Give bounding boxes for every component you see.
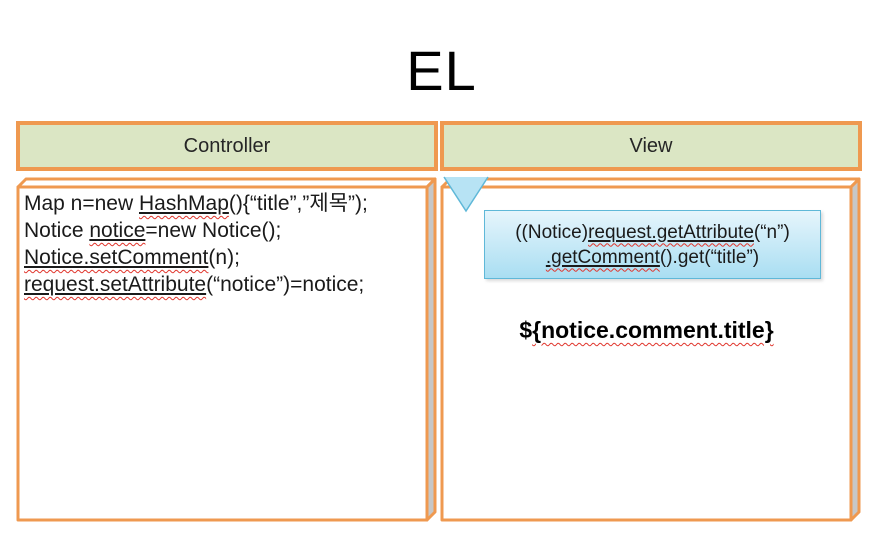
code-segment: .getComment	[546, 247, 660, 268]
code-line: Notice notice=new Notice();	[24, 217, 423, 244]
code-segment: {notice.comment.title}	[532, 317, 774, 343]
table-header-view: View	[440, 121, 862, 171]
table-header-controller: Controller	[16, 121, 438, 171]
code-line: ((Notice)request.getAttribute(“n”)	[515, 220, 790, 245]
code-segment: $	[519, 317, 533, 343]
underlined-token: request.setAttribute	[24, 273, 207, 296]
code-segment: =new Notice();	[145, 219, 282, 242]
callout-tail-border	[443, 176, 489, 213]
code-segment: request.getAttribute	[588, 222, 754, 243]
view-code-box: ((Notice)request.getAttribute(“n”).getCo…	[440, 176, 861, 522]
cube-top-face	[16, 177, 437, 189]
cube-right-face	[425, 177, 437, 522]
cube-shape	[16, 177, 437, 522]
underlined-token: Notice.setComment	[24, 246, 209, 269]
table-header-controller-label: Controller	[183, 134, 271, 157]
table-header-view-label: View	[629, 134, 673, 157]
code-line: request.setAttribute(“notice”)=notice;	[24, 271, 423, 298]
code-segment: (n);	[208, 246, 240, 269]
el-expression: ${notice.comment.title}	[440, 317, 853, 344]
code-segment: ((Notice)	[515, 221, 589, 243]
controller-code: Map n=new HashMap(){“title”,”제목”);Notice…	[24, 190, 423, 298]
slide-title: EL	[406, 39, 477, 102]
code-segment: (“n”)	[753, 221, 790, 243]
code-segment: (“notice”)=notice;	[206, 273, 365, 296]
cube-top-face	[440, 177, 861, 189]
code-segment: HashMap	[139, 192, 229, 215]
code-line: Map n=new HashMap(){“title”,”제목”);	[24, 190, 423, 217]
underlined-token: .getComment	[545, 246, 660, 268]
callout-tail-icon	[443, 176, 489, 213]
callout-bubble: ((Notice)request.getAttribute(“n”).getCo…	[484, 210, 821, 279]
underlined-token: notice	[89, 219, 146, 242]
underlined-token: HashMap	[139, 192, 229, 215]
code-segment: Notice	[24, 219, 90, 242]
code-segment: (){“title”,”제목”);	[228, 192, 368, 215]
code-line: Notice.setComment(n);	[24, 244, 423, 271]
code-segment: ().get(“title”)	[659, 246, 760, 268]
code-segment: Notice.setComment	[24, 246, 208, 269]
code-segment: Map n=new	[24, 192, 139, 215]
callout-tail-fill	[444, 177, 488, 211]
code-segment: notice	[89, 219, 145, 242]
code-line: .getComment().get(“title”)	[546, 245, 759, 270]
controller-code-box: Map n=new HashMap(){“title”,”제목”);Notice…	[16, 177, 437, 522]
underlined-token: request.getAttribute	[588, 221, 754, 243]
code-segment: request.setAttribute	[24, 273, 206, 296]
cube-right-face	[849, 177, 861, 522]
